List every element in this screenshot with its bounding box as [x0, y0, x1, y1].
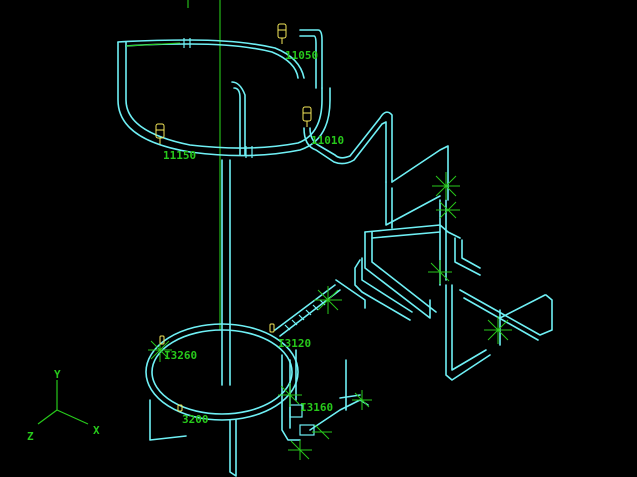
upper-pipe-loop[interactable] — [117, 29, 331, 158]
restraint-arrow-icon — [428, 260, 452, 284]
node-label-13260: I3260 — [164, 349, 197, 362]
hanger-support-icon — [269, 323, 275, 333]
hanger-support-icon — [277, 23, 287, 44]
main-riser[interactable] — [221, 159, 231, 386]
hanger-support-icon — [155, 123, 165, 144]
axis-label-x: X — [93, 424, 100, 437]
node-label-11150: 11150 — [163, 149, 196, 162]
hanger-support-icon — [159, 335, 165, 345]
restraint-arrow-icon — [432, 172, 460, 200]
restraint-arrow-icon — [352, 390, 372, 410]
restraint-arrow-icon — [484, 316, 512, 344]
axis-label-y: Y — [54, 368, 61, 381]
node-label-13120: I3120 — [278, 337, 311, 350]
axis-label-z: Z — [27, 430, 34, 443]
restraint-arrow-icon — [312, 424, 332, 440]
lower-right-pipe[interactable] — [445, 284, 553, 381]
node-label-11010: 11010 — [311, 134, 344, 147]
restraint-arrow-icon — [288, 440, 312, 460]
hanger-support-icon — [177, 404, 183, 412]
hanger-support-icon — [302, 106, 312, 127]
right-branch-pipe[interactable] — [303, 111, 449, 229]
restraint-arrow-icon — [314, 286, 342, 314]
node-label-13160: I3160 — [300, 401, 333, 414]
node-labels: 11050 11150 11010 I3260 I3120 I3160 3200 — [163, 49, 344, 426]
axis-triad-icon: Y Z X — [27, 368, 100, 443]
node-label-11050: 11050 — [285, 49, 318, 62]
restraint-markers — [148, 172, 512, 460]
vertical-centerline — [187, 0, 221, 330]
lower-pipe-loop[interactable] — [145, 323, 299, 477]
diagonal-connector-pipe[interactable] — [274, 284, 341, 337]
restraint-arrow-icon — [436, 201, 460, 219]
mid-assembly-pipe[interactable] — [335, 199, 481, 321]
restraint-arrow-icon — [278, 383, 302, 407]
inner-branch-pipe[interactable] — [231, 81, 246, 156]
hanger-supports — [155, 23, 312, 412]
node-label-3200: 3200 — [182, 413, 209, 426]
